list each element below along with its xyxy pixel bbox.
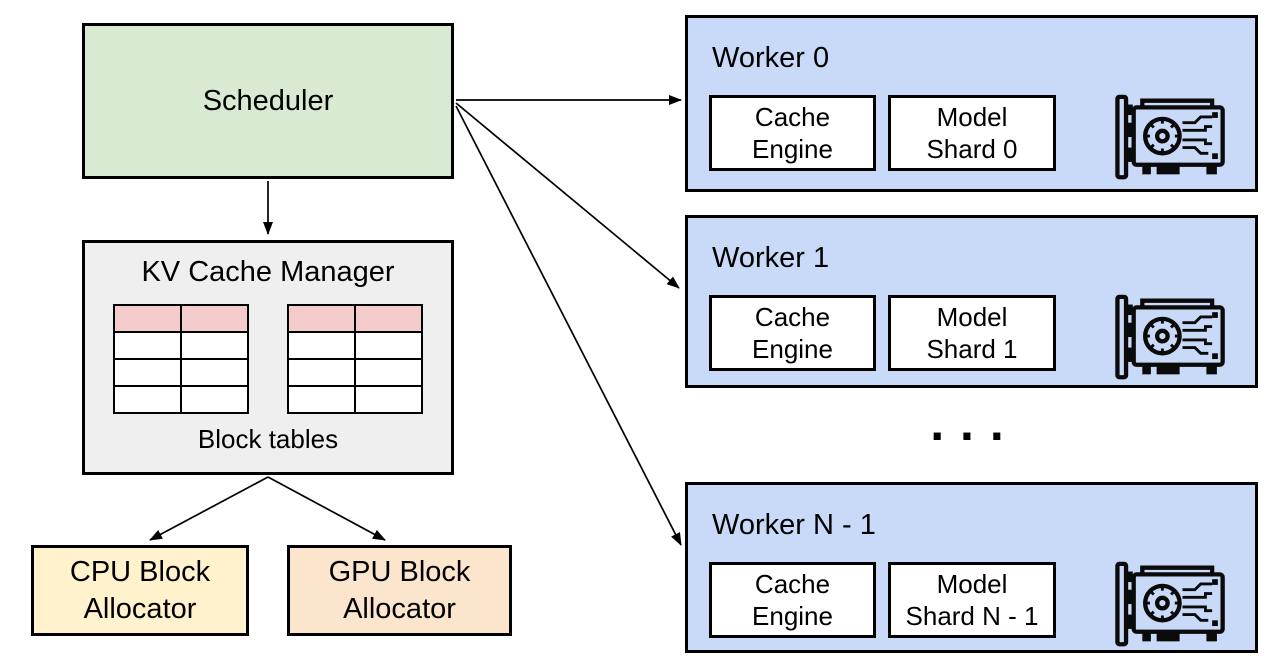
cpu-block-allocator-box: CPU Block Allocator xyxy=(31,545,249,636)
worker-n-1-cache-engine-box: Cache Engine xyxy=(709,562,876,638)
table-header-cell xyxy=(354,304,423,333)
table-cell xyxy=(113,385,182,414)
kv-cache-manager-title: KV Cache Manager xyxy=(141,256,395,288)
model-shard-label-line1: Model xyxy=(936,102,1008,132)
worker-0-box: Worker 0 Cache Engine Model Shard 0 xyxy=(685,15,1258,192)
worker-n-1-model-shard-box: Model Shard N - 1 xyxy=(888,562,1056,638)
block-table-left xyxy=(113,304,249,414)
cache-engine-label-line2: Engine xyxy=(752,334,833,364)
table-header-cell xyxy=(287,304,356,333)
edge-scheduler-worker1 xyxy=(455,102,680,289)
cache-engine-label-line1: Cache xyxy=(754,102,831,132)
worker-1-cache-engine-box: Cache Engine xyxy=(709,295,876,371)
worker-0-title: Worker 0 xyxy=(712,42,830,74)
edge-kv-cpu-allocator xyxy=(149,476,269,541)
cache-engine-label-line1: Cache xyxy=(754,302,831,332)
block-tables-group xyxy=(85,304,451,414)
block-tables-caption: Block tables xyxy=(197,424,339,454)
table-cell xyxy=(113,331,182,360)
kv-cache-manager-box: KV Cache Manager Block tables xyxy=(82,240,454,475)
table-cell xyxy=(287,331,356,360)
worker-0-cache-engine-box: Cache Engine xyxy=(709,95,876,171)
table-cell xyxy=(354,385,423,414)
table-cell xyxy=(354,358,423,387)
edge-scheduler-workern xyxy=(455,105,682,546)
gpu-allocator-label-line2: Allocator xyxy=(343,592,456,625)
cpu-allocator-label-line2: Allocator xyxy=(83,592,197,625)
table-cell xyxy=(180,358,249,387)
cache-engine-label-line1: Cache xyxy=(754,569,831,599)
worker-n-1-title: Worker N - 1 xyxy=(712,509,876,541)
table-cell xyxy=(113,358,182,387)
gpu-allocator-label-line1: GPU Block xyxy=(328,555,471,588)
gpu-card-icon xyxy=(1112,294,1230,382)
table-cell xyxy=(180,331,249,360)
table-cell xyxy=(180,385,249,414)
worker-0-model-shard-box: Model Shard 0 xyxy=(888,95,1056,171)
table-cell xyxy=(354,331,423,360)
gpu-block-allocator-box: GPU Block Allocator xyxy=(287,545,512,636)
gpu-card-icon xyxy=(1112,94,1230,182)
cache-engine-label-line2: Engine xyxy=(752,601,833,631)
edge-kv-gpu-allocator xyxy=(267,476,386,541)
cache-engine-label-line2: Engine xyxy=(752,134,833,164)
cpu-allocator-label-line1: CPU Block xyxy=(69,555,211,588)
worker-n-1-box: Worker N - 1 Cache Engine Model Shard N … xyxy=(685,482,1258,653)
scheduler-box: Scheduler xyxy=(82,23,454,179)
worker-1-box: Worker 1 Cache Engine Model Shard 1 xyxy=(685,215,1258,388)
model-shard-label-line1: Model xyxy=(936,302,1008,332)
workers-ellipsis: . . . xyxy=(930,395,1005,451)
model-shard-label-line2: Shard 0 xyxy=(926,134,1018,164)
model-shard-label-line1: Model xyxy=(936,569,1008,599)
table-cell xyxy=(287,358,356,387)
model-shard-label-line2: Shard 1 xyxy=(926,334,1018,364)
table-header-cell xyxy=(180,304,249,333)
block-table-right xyxy=(287,304,423,414)
model-shard-label-line2: Shard N - 1 xyxy=(905,601,1039,631)
gpu-card-icon xyxy=(1112,561,1230,649)
scheduler-label: Scheduler xyxy=(202,84,334,117)
table-header-cell xyxy=(113,304,182,333)
table-cell xyxy=(287,385,356,414)
worker-1-title: Worker 1 xyxy=(712,242,830,274)
worker-1-model-shard-box: Model Shard 1 xyxy=(888,295,1056,371)
